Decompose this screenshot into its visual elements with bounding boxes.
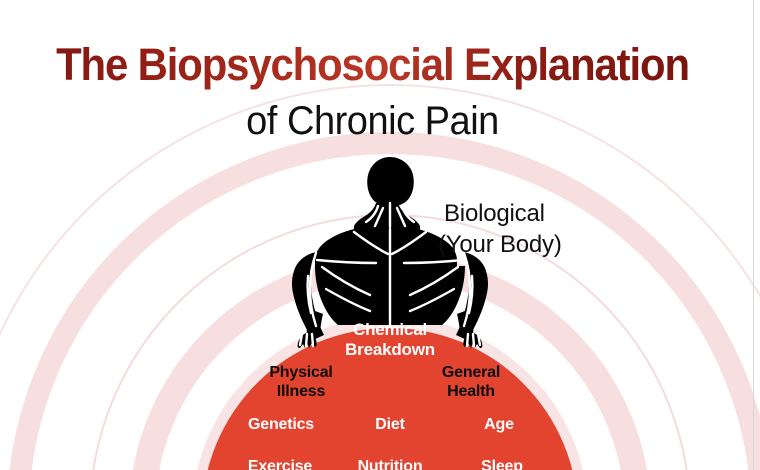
title-block: The Biopsychosocial Explanation of Chron… bbox=[0, 0, 745, 144]
page-edge-divider bbox=[753, 0, 754, 470]
dome-label-genetics: Genetics bbox=[248, 416, 314, 433]
dome-label-nutrition: Nutrition bbox=[357, 458, 423, 470]
page-subtitle: of Chronic Pain bbox=[246, 99, 499, 143]
biological-label-line1: Biological bbox=[444, 200, 545, 227]
dome-label-sleep: Sleep bbox=[481, 458, 523, 470]
dome-label-physical-illness: Physical Illness bbox=[269, 364, 333, 400]
dome-label-diet: Diet bbox=[375, 416, 405, 433]
page-title: The Biopsychosocial Explanation bbox=[26, 0, 719, 92]
dome-label-exercise: Exercise bbox=[247, 458, 313, 470]
biological-label-line2: (Your Body) bbox=[438, 231, 562, 258]
dome-label-age: Age bbox=[484, 416, 514, 433]
biological-label: Biological (Your Body) bbox=[438, 198, 614, 260]
dome-label-chemical: Chemical Breakdown bbox=[345, 320, 435, 360]
dome-label-general-health: General Health bbox=[441, 364, 501, 400]
human-muscular-back-silhouette-icon bbox=[292, 157, 488, 348]
